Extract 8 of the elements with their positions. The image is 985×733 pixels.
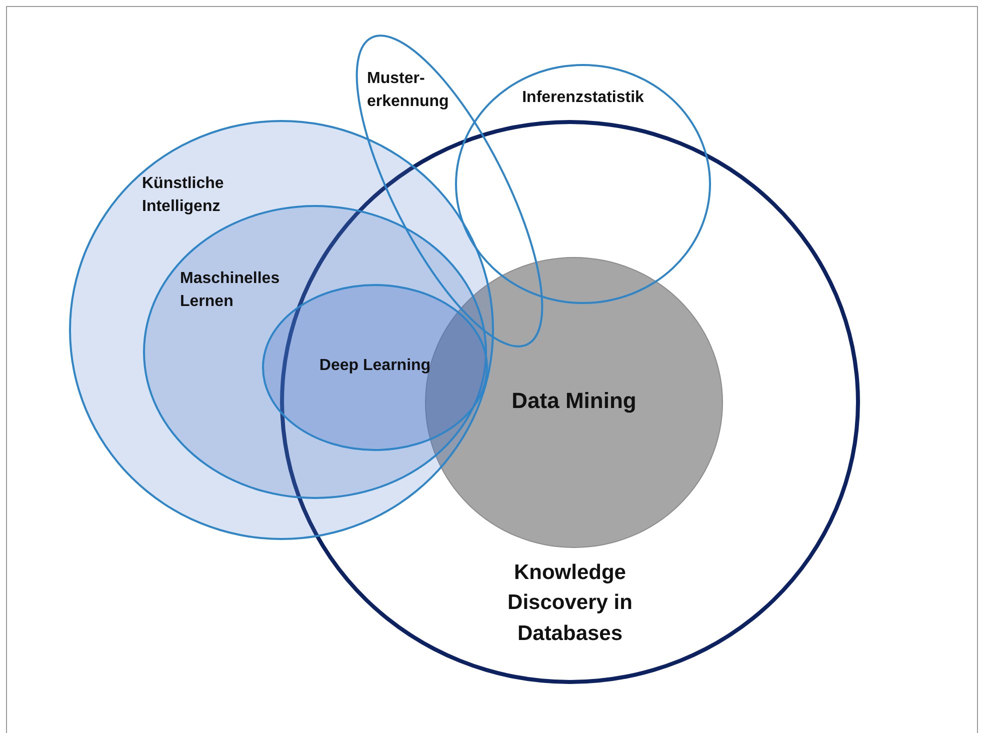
set-label: Knowledge Discovery in Databases [506,560,634,647]
set-ellipse [280,120,860,684]
set-label: Data Mining [510,387,638,415]
set-label: Inferenzstatistik [521,88,645,108]
set-label: Deep Learning [318,356,432,376]
set-label: Künstliche Intelligenz [142,174,225,218]
set-label: Maschinelles Lernen [180,269,281,312]
set-label: Muster- erkennung [367,69,450,112]
